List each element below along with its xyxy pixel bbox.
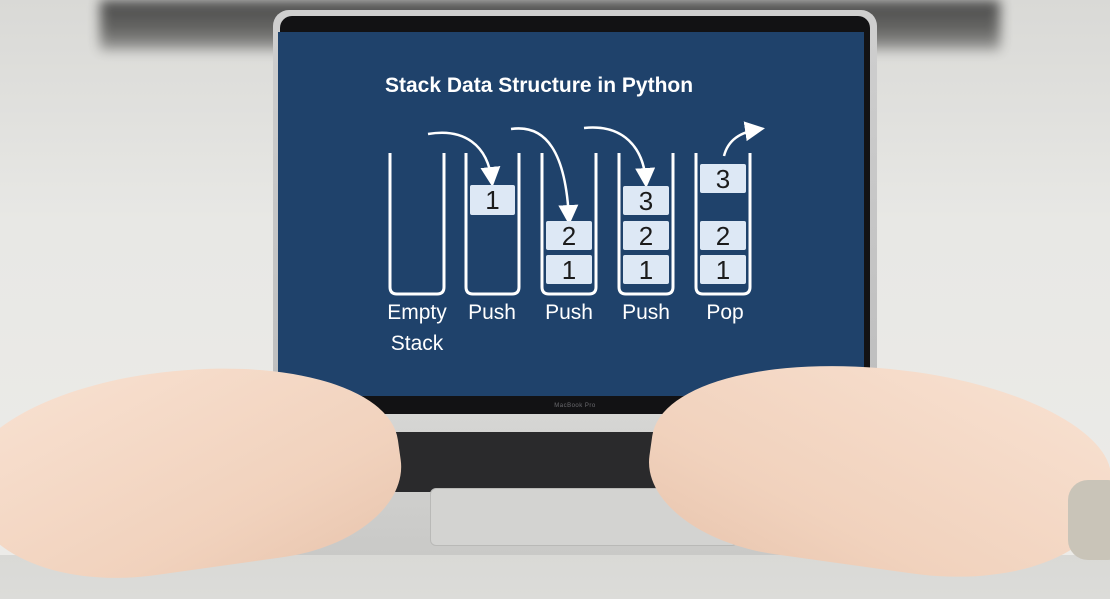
stack-item: [700, 164, 746, 193]
stack-item: [470, 185, 515, 215]
stack-label: Empty: [387, 301, 447, 324]
stack-item: [623, 255, 669, 284]
stack-container: [694, 153, 752, 296]
pop-arrow-3: [583, 126, 656, 188]
push-arrow-2: [510, 127, 579, 225]
stack-item: [700, 255, 746, 284]
stack-item-value: 2: [562, 221, 576, 251]
sleeve: [1068, 480, 1110, 560]
stack-item-value: 1: [716, 255, 730, 285]
push-arrow-1: [427, 131, 501, 187]
stack-item-value: 2: [639, 221, 653, 251]
stack-empty: [388, 153, 446, 296]
stack-label: Stack: [391, 332, 444, 355]
stack-container: [464, 153, 521, 296]
stack-diagram: Stack Data Structure in Python 1 2 1 3 2…: [385, 74, 765, 355]
stack-container: [540, 153, 598, 296]
stack-label: Push: [468, 301, 516, 324]
stack-item: [623, 221, 669, 250]
stack-item: [546, 221, 592, 250]
stack-label: Pop: [706, 301, 743, 324]
stack-item-value: 3: [639, 186, 653, 216]
stack-item-value: 1: [562, 255, 576, 285]
stack-item: [623, 186, 669, 215]
stack-container: [617, 153, 675, 296]
stack-push-1: 1: [464, 153, 521, 296]
stack-item-value: 2: [716, 221, 730, 251]
stack-push-2: 2 1: [540, 153, 598, 296]
diagram-title: Stack Data Structure in Python: [385, 74, 693, 97]
stack-item-value: 3: [716, 164, 730, 194]
stack-label: Push: [545, 301, 593, 324]
laptop-brand-label: MacBook Pro: [554, 403, 596, 409]
stack-label: Push: [622, 301, 670, 324]
stack-item-value: 1: [485, 185, 499, 215]
stack-pop: 3 2 1: [694, 153, 752, 296]
stack-container: [388, 153, 446, 296]
stack-item: [546, 255, 592, 284]
pop-arrow: [722, 121, 765, 157]
stack-item-value: 1: [639, 255, 653, 285]
stack-item: [700, 221, 746, 250]
stack-push-3: 3 2 1: [617, 153, 675, 296]
